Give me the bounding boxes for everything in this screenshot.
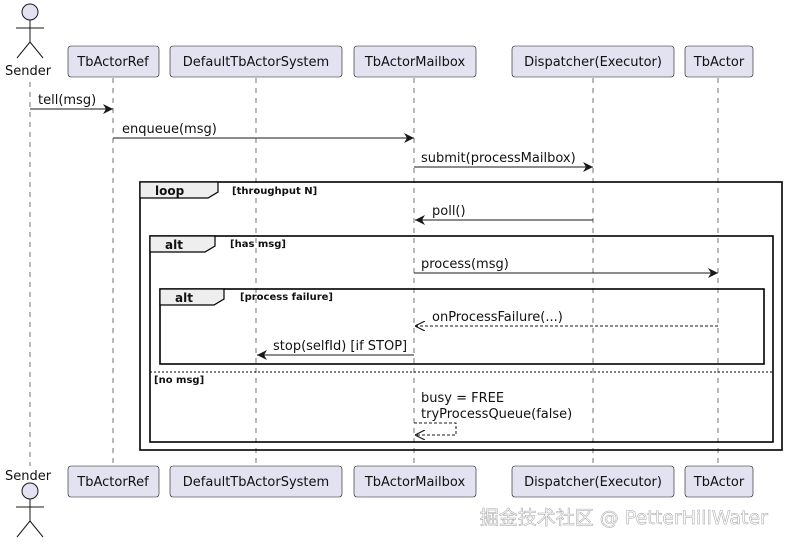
message-stop-label: stop(selfId) [if STOP] bbox=[273, 339, 407, 354]
participant-box-tbactorref-bottom bbox=[67, 465, 160, 498]
participant-label-tbactor-bottom: TbActor bbox=[693, 475, 745, 490]
participant-box-tbactorref bbox=[67, 45, 160, 78]
fragment-alt-outer-keyword: alt bbox=[165, 238, 183, 252]
participants-bottom: TbActorRef DefaultTbActorSystem TbActorM… bbox=[67, 465, 754, 498]
messages: tell(msg) enqueue(msg) submit(processMai… bbox=[30, 93, 718, 435]
message-tell-label: tell(msg) bbox=[38, 93, 96, 108]
participants-top: TbActorRef DefaultTbActorSystem TbActorM… bbox=[67, 45, 754, 78]
participant-label-tbactor: TbActor bbox=[693, 55, 745, 70]
message-onprocessfailure-label: onProcessFailure(...) bbox=[432, 310, 563, 325]
participant-label-defaulttbactorsystem: DefaultTbActorSystem bbox=[183, 55, 329, 70]
actor-label-bottom: Sender bbox=[5, 469, 52, 484]
fragment-alt-outer: alt [has msg] [no msg] bbox=[149, 235, 774, 443]
lifelines bbox=[29, 78, 719, 466]
actor-head bbox=[21, 3, 39, 21]
actor-sender-top: Sender bbox=[5, 3, 52, 79]
participant-label-tbactorref: TbActorRef bbox=[76, 55, 149, 70]
participant-box-tbactor bbox=[684, 45, 754, 78]
fragment-loop: loop [throughput N] bbox=[139, 181, 783, 451]
fragment-alt-inner-frame bbox=[159, 288, 765, 365]
participant-label-tbactormailbox: TbActorMailbox bbox=[364, 55, 466, 70]
fragment-alt-outer-tab bbox=[149, 235, 216, 253]
fragment-loop-keyword: loop bbox=[155, 184, 185, 198]
fragment-alt-outer-guard: [has msg] bbox=[230, 239, 286, 250]
participant-box-tbactor-bottom bbox=[684, 465, 754, 498]
message-self-call-label-line2: tryProcessQueue(false) bbox=[421, 407, 572, 422]
message-process-label: process(msg) bbox=[421, 257, 509, 272]
actor-label-top: Sender bbox=[5, 64, 52, 79]
participant-box-dispatcher-bottom bbox=[511, 465, 675, 498]
participant-label-tbactormailbox-bottom: TbActorMailbox bbox=[364, 475, 466, 490]
fragment-loop-tab bbox=[139, 181, 219, 199]
message-enqueue-label: enqueue(msg) bbox=[122, 122, 217, 137]
participant-label-dispatcher-bottom: Dispatcher(Executor) bbox=[524, 475, 662, 490]
fragment-alt-inner-tab bbox=[159, 288, 225, 306]
fragment-alt-inner-guard: [process failure] bbox=[240, 292, 333, 303]
participant-box-tbactormailbox bbox=[353, 45, 477, 78]
fragment-loop-guard: [throughput N] bbox=[232, 186, 317, 197]
participant-label-tbactorref-bottom: TbActorRef bbox=[76, 475, 149, 490]
message-self-call-label-line1: busy = FREE bbox=[421, 391, 504, 406]
fragment-alt-inner: alt [process failure] bbox=[159, 288, 765, 365]
participant-label-dispatcher: Dispatcher(Executor) bbox=[524, 55, 662, 70]
fragment-loop-frame bbox=[139, 181, 783, 451]
actor-head-bottom bbox=[21, 482, 39, 500]
actor-sender-bottom: Sender bbox=[5, 469, 52, 538]
participant-box-dispatcher bbox=[511, 45, 675, 78]
fragment-alt-inner-keyword: alt bbox=[175, 291, 193, 305]
fragment-alt-outer-else-guard: [no msg] bbox=[154, 375, 204, 386]
participant-box-defaulttbactorsystem-bottom bbox=[169, 465, 343, 498]
participant-box-tbactormailbox-bottom bbox=[353, 465, 477, 498]
message-poll-label: poll() bbox=[432, 204, 466, 219]
watermark: 掘金技术社区 @ PetterHillWater bbox=[480, 507, 768, 529]
participant-label-defaulttbactorsystem-bottom: DefaultTbActorSystem bbox=[183, 475, 329, 490]
fragment-alt-outer-frame bbox=[149, 235, 774, 443]
message-self-call-arrow bbox=[414, 422, 457, 435]
message-submit-label: submit(processMailbox) bbox=[421, 151, 576, 166]
participant-box-defaulttbactorsystem bbox=[169, 45, 343, 78]
